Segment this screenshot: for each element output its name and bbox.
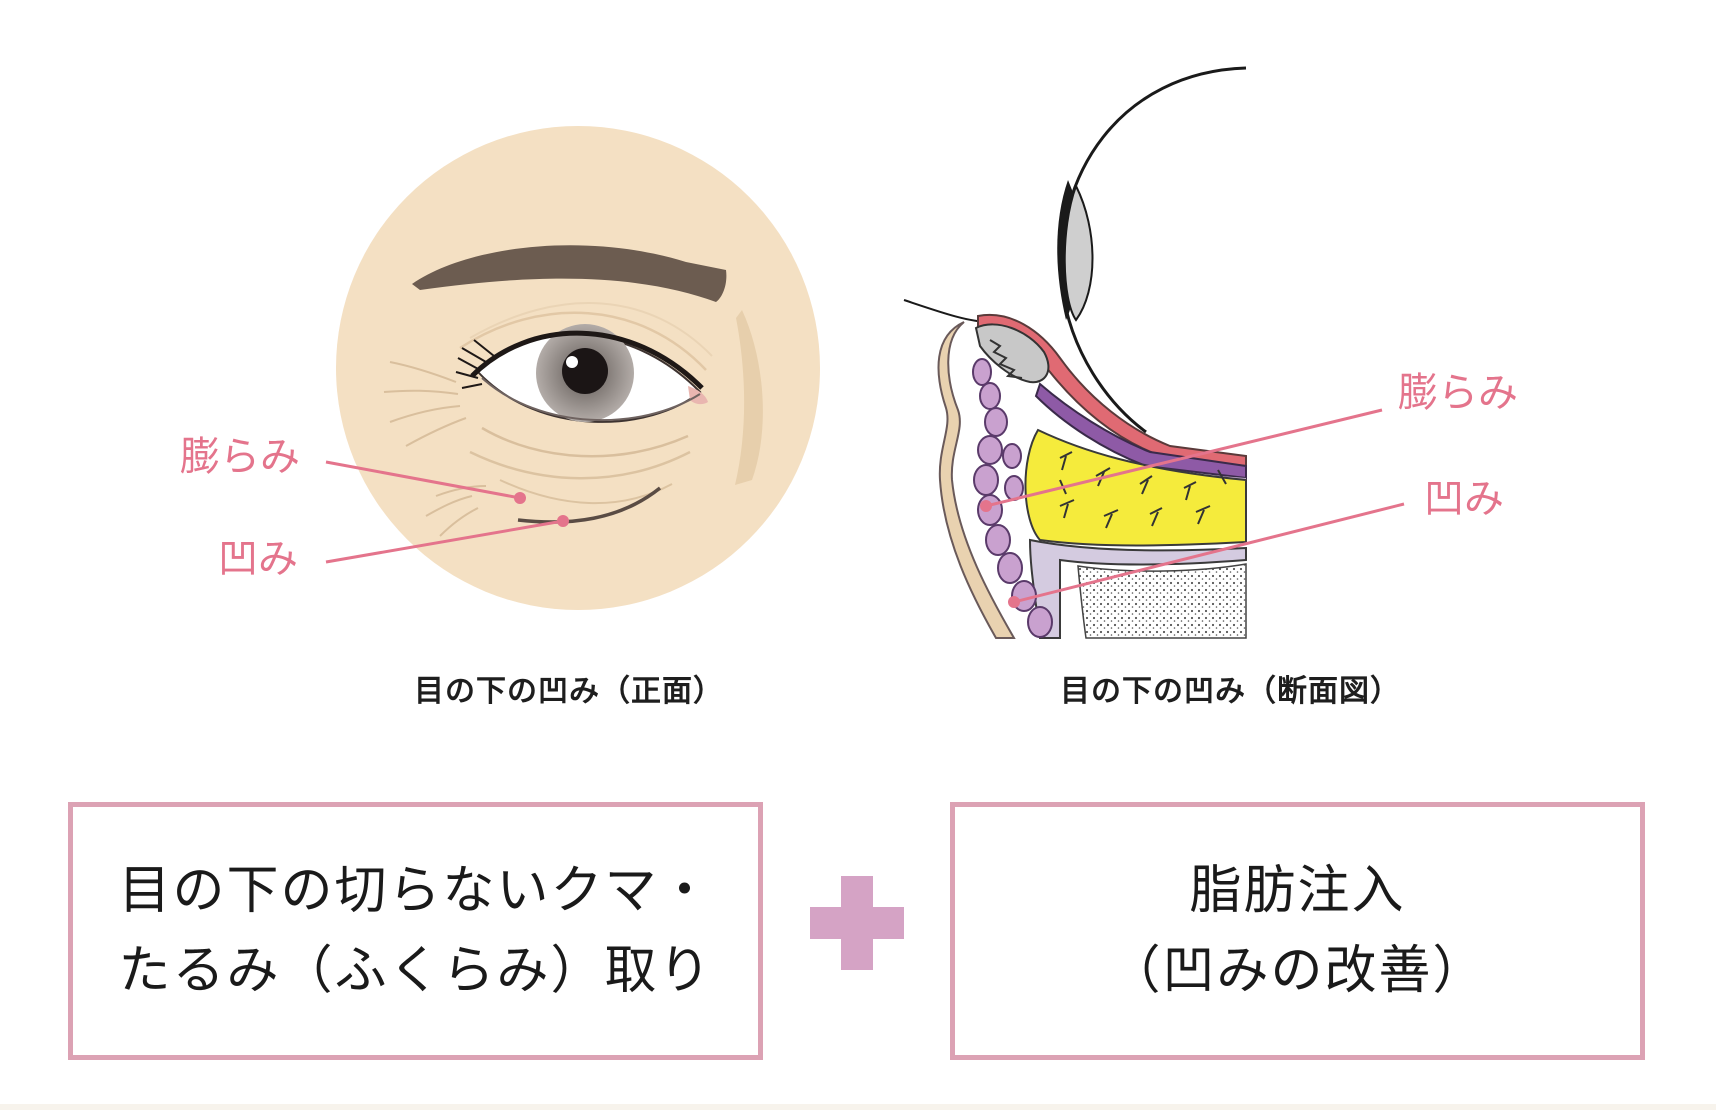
section-bulge-pointer xyxy=(980,408,1383,512)
pupil xyxy=(562,348,608,394)
procedure-right-line2: （凹みの改善） xyxy=(1108,941,1487,1001)
maxilla-bone xyxy=(1077,563,1247,639)
cross-section-illustration xyxy=(903,66,1247,639)
procedure-right-line1: 脂肪注入 xyxy=(1189,861,1406,921)
cross-section-caption: 目の下の凹み（断面図） xyxy=(1060,674,1401,709)
front-hollow-label: 凹み xyxy=(218,536,298,582)
front-bulge-label: 膨らみ xyxy=(180,434,300,480)
procedure-left-line1: 目の下の切らないクマ・ xyxy=(118,861,713,921)
crows-feet-lines xyxy=(383,361,487,537)
front-hollow-pointer xyxy=(325,515,569,564)
cornea xyxy=(1063,183,1094,322)
eye-highlight xyxy=(566,356,578,368)
front-view-caption: 目の下の凹み（正面） xyxy=(414,674,724,709)
fat-lobule-marks xyxy=(1059,451,1227,529)
procedure-box-left: 目の下の切らないクマ・ たるみ（ふくらみ）取り xyxy=(68,802,763,1060)
bottom-divider xyxy=(0,1104,1716,1110)
eyelashes xyxy=(455,339,495,389)
eyebrow xyxy=(412,245,727,302)
section-hollow-pointer xyxy=(1008,502,1405,608)
muscle-ovals xyxy=(972,358,1053,638)
tarsal-plate xyxy=(974,323,1050,384)
front-eye-illustration xyxy=(336,126,820,610)
nose-shadow xyxy=(735,310,763,485)
upper-eyelid xyxy=(470,330,704,390)
lower-eyelid xyxy=(481,377,701,422)
tear-trough-line xyxy=(517,486,662,524)
orbital-fat xyxy=(1024,428,1247,547)
illustration-canvas: 膨らみ 凹み xyxy=(180,66,1518,639)
section-hollow-label: 凹み xyxy=(1424,476,1504,522)
procedure-left-line2: たるみ（ふくらみ）取り xyxy=(118,941,713,1001)
section-bulge-label: 膨らみ xyxy=(1398,370,1518,416)
under-eye-bag-line xyxy=(481,426,689,458)
front-bulge-pointer xyxy=(325,460,526,504)
skin-layer xyxy=(937,321,1016,639)
procedure-box-right: 脂肪注入 （凹みの改善） xyxy=(950,802,1645,1060)
